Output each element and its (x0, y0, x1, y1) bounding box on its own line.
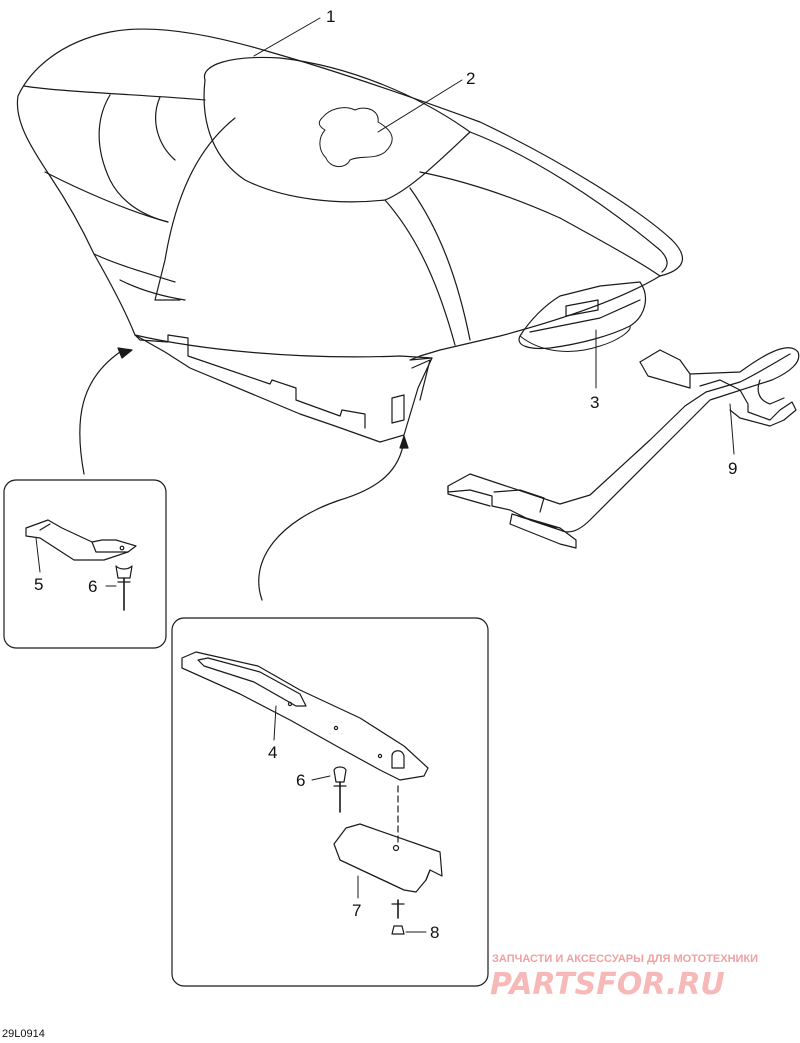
callout-labels: 1 2 3 4 5 6 6 7 8 9 (34, 7, 737, 942)
leader-arrows (79, 347, 409, 601)
detail-box-small (3, 479, 167, 649)
callout-6a: 6 (88, 577, 97, 596)
part-id: 29L0914 (2, 1028, 45, 1040)
callout-leaders (35, 17, 735, 933)
callout-6b: 6 (296, 771, 305, 790)
callout-2: 2 (466, 69, 475, 88)
seat-strap (447, 347, 800, 549)
seat (16, 28, 684, 443)
callout-4: 4 (268, 743, 277, 762)
callout-9: 9 (728, 459, 737, 478)
callout-3: 3 (590, 393, 599, 412)
detail-box-large (171, 617, 489, 987)
callout-8: 8 (430, 923, 439, 942)
callout-7: 7 (352, 901, 361, 920)
callout-1: 1 (326, 7, 335, 26)
watermark-caption: ЗАПЧАСТИ И АКСЕССУАРЫ ДЛЯ МОТОТЕХНИКИ (492, 953, 758, 965)
watermark-logo: PARTSFOR.RU (490, 967, 725, 1002)
callout-5: 5 (34, 575, 43, 594)
